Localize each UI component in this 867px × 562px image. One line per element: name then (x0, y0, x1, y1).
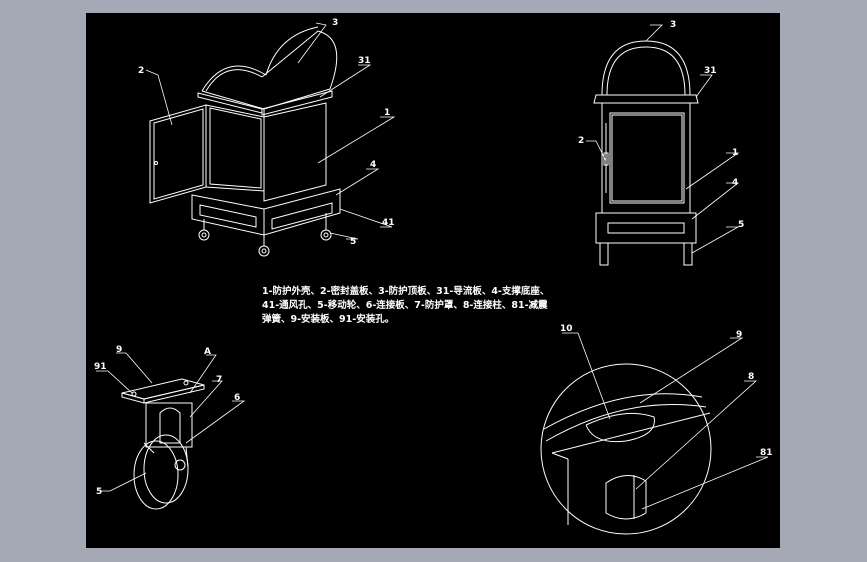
label-3: 3 (332, 18, 338, 28)
label-5: 5 (350, 237, 356, 247)
cad-drawing: 2 3 31 1 4 41 5 3 31 2 1 4 5 (94, 18, 773, 535)
front-label-3: 3 (670, 20, 676, 30)
front-label-2: 2 (578, 136, 584, 146)
detail-circle-view (540, 332, 769, 535)
front-label-4: 4 (732, 178, 738, 188)
front-label-1: 1 (732, 148, 738, 158)
caster-label-7: 7 (216, 375, 222, 385)
legend-line-3: 弹簧、9-安装板、91-安装孔。 (262, 314, 395, 325)
label-4: 4 (370, 160, 376, 170)
front-label-5: 5 (738, 220, 744, 230)
parts-legend: 1-防护外壳、2-密封盖板、3-防护顶板、31-导流板、4-支撑底座、 41-通… (262, 285, 592, 327)
detail-label-10: 10 (560, 324, 573, 334)
front-label-31: 31 (704, 66, 717, 76)
label-41: 41 (382, 218, 395, 228)
label-1: 1 (384, 108, 390, 118)
isometric-cabinet-view (145, 22, 396, 257)
detail-label-81: 81 (760, 448, 773, 458)
caster-label-9: 9 (116, 345, 122, 355)
caster-label-A: A (204, 347, 211, 357)
caster-label-5: 5 (96, 487, 102, 497)
legend-line-1: 1-防护外壳、2-密封盖板、3-防护顶板、31-导流板、4-支撑底座、 (262, 286, 550, 297)
label-2: 2 (138, 66, 144, 76)
drawing-sheet: 2 3 31 1 4 41 5 3 31 2 1 4 5 (86, 13, 780, 548)
legend-line-2: 41-通风孔、5-移动轮、6-连接板、7-防护罩、8-连接柱、81-减震 (262, 300, 548, 311)
detail-label-9: 9 (736, 330, 742, 340)
caster-label-6: 6 (234, 393, 240, 403)
caster-label-91: 91 (94, 362, 107, 372)
label-31: 31 (358, 56, 371, 66)
caster-wheel-view (96, 352, 246, 510)
detail-label-8: 8 (748, 372, 754, 382)
front-cabinet-view (586, 24, 740, 266)
